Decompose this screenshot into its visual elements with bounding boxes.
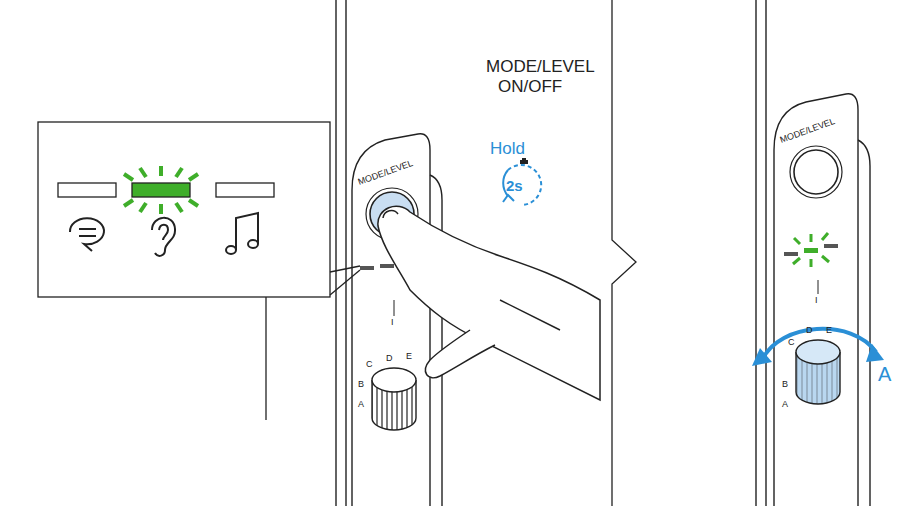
speech-icon: [70, 218, 104, 251]
hand: [378, 206, 600, 400]
direction-label: A: [878, 364, 891, 384]
duration-label: 2s: [506, 178, 523, 193]
dial-letter: C: [366, 360, 373, 369]
dial-letter: A: [358, 400, 364, 409]
device-face: [752, 146, 884, 404]
dial-mark: I: [815, 296, 818, 305]
button-label: MODE/LEVEL: [779, 117, 836, 145]
hold-label: Hold: [490, 140, 525, 157]
dial-mark: I: [391, 318, 394, 327]
heading-label: MODE/LEVEL: [486, 58, 595, 75]
device-housing: [756, 0, 870, 506]
dial-letter: D: [806, 326, 813, 335]
heading-label: ON/OFF: [498, 78, 562, 95]
dial-letter: D: [386, 354, 393, 363]
dial-letter: B: [782, 380, 788, 389]
inset-box: [38, 122, 360, 420]
dial-letter: C: [788, 338, 795, 347]
dial-letter: E: [406, 352, 412, 361]
dial-letter: A: [782, 400, 788, 409]
divider: [612, 0, 636, 506]
button-label: MODE/LEVEL: [357, 159, 414, 187]
dial-letter: B: [358, 380, 364, 389]
dial-letter: E: [826, 326, 832, 335]
timer-icon: [503, 158, 541, 205]
music-icon: [226, 213, 258, 254]
ear-icon: [152, 218, 175, 256]
